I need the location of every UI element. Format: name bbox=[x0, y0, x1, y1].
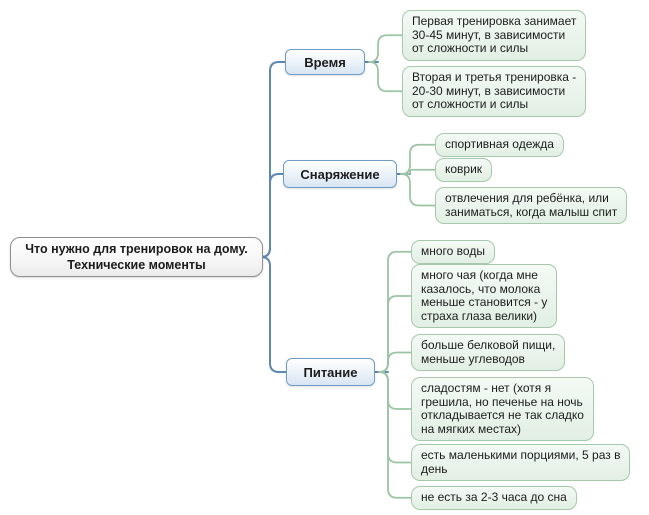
root-topic-line2: Технические моменты bbox=[67, 258, 206, 272]
topic-time[interactable]: Время bbox=[285, 49, 365, 75]
child-topic-much-tea[interactable]: много чая (когда мне казалось, что молок… bbox=[411, 264, 558, 328]
child-topic-no-sweets[interactable]: сладостям - нет (хотя я грешила, но пече… bbox=[411, 377, 594, 441]
child-topic-much-water[interactable]: много воды bbox=[411, 240, 495, 264]
child-topic-more-protein[interactable]: больше белковой пищи, меньше углеводов bbox=[411, 334, 566, 371]
child-topic-mat[interactable]: коврик bbox=[435, 158, 493, 182]
root-topic-line1: Что нужно для тренировок на дому. bbox=[25, 242, 248, 256]
child-topic-small-portions[interactable]: есть маленькими порциями, 5 раз в день bbox=[411, 444, 631, 481]
child-topic-no-food-before-sleep[interactable]: не есть за 2-3 часа до сна bbox=[411, 486, 577, 510]
child-topic-distract-child[interactable]: отвлечения для ребёнка, или заниматься, … bbox=[435, 187, 628, 224]
child-topic-first-workout-duration[interactable]: Первая тренировка занимает 30-45 минут, … bbox=[402, 10, 587, 61]
child-topic-next-workouts-duration[interactable]: Вторая и третья тренировка - 20-30 минут… bbox=[402, 66, 587, 117]
child-topic-sport-clothes[interactable]: спортивная одежда bbox=[435, 133, 564, 157]
topic-nutrition[interactable]: Питание bbox=[286, 358, 375, 386]
root-topic[interactable]: Что нужно для тренировок на дому. Технич… bbox=[10, 237, 263, 277]
topic-equipment[interactable]: Снаряжение bbox=[283, 160, 397, 188]
